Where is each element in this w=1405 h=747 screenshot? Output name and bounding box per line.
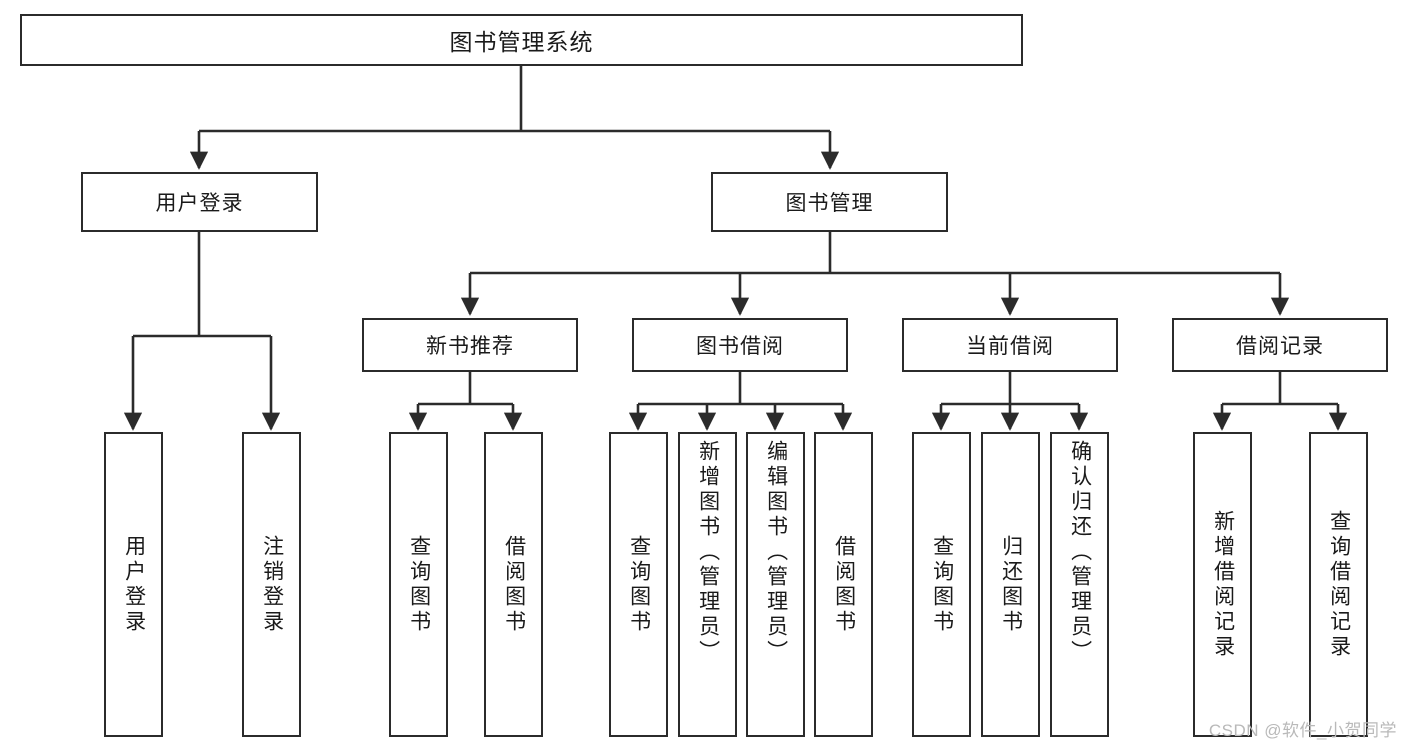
leaf-user-login[interactable]: 用户登录 <box>104 432 163 737</box>
leaf-return-book[interactable]: 归还图书 <box>981 432 1040 737</box>
leaf-edit-book-admin[interactable]: 编辑图书（管理员） <box>746 432 805 737</box>
node-current-borrow[interactable]: 当前借阅 <box>902 318 1118 372</box>
leaf-query-book-current[interactable]: 查询图书 <box>912 432 971 737</box>
node-book-borrow[interactable]: 图书借阅 <box>632 318 848 372</box>
leaf-query-borrow-record[interactable]: 查询借阅记录 <box>1309 432 1368 737</box>
leaf-add-borrow-record[interactable]: 新增借阅记录 <box>1193 432 1252 737</box>
leaf-add-book-admin[interactable]: 新增图书（管理员） <box>678 432 737 737</box>
leaf-query-book-new-recommend[interactable]: 查询图书 <box>389 432 448 737</box>
node-book-management[interactable]: 图书管理 <box>711 172 948 232</box>
leaf-borrow-book-borrow[interactable]: 借阅图书 <box>814 432 873 737</box>
leaf-query-book-borrow[interactable]: 查询图书 <box>609 432 668 737</box>
node-new-book-recommend[interactable]: 新书推荐 <box>362 318 578 372</box>
node-borrow-record[interactable]: 借阅记录 <box>1172 318 1388 372</box>
leaf-confirm-return-admin[interactable]: 确认归还（管理员） <box>1050 432 1109 737</box>
leaf-borrow-book-new-recommend[interactable]: 借阅图书 <box>484 432 543 737</box>
node-user-login[interactable]: 用户登录 <box>81 172 318 232</box>
node-root-book-management-system[interactable]: 图书管理系统 <box>20 14 1023 66</box>
watermark-text: CSDN @软件_小贺同学 <box>1208 721 1397 740</box>
leaf-logout-login[interactable]: 注销登录 <box>242 432 301 737</box>
